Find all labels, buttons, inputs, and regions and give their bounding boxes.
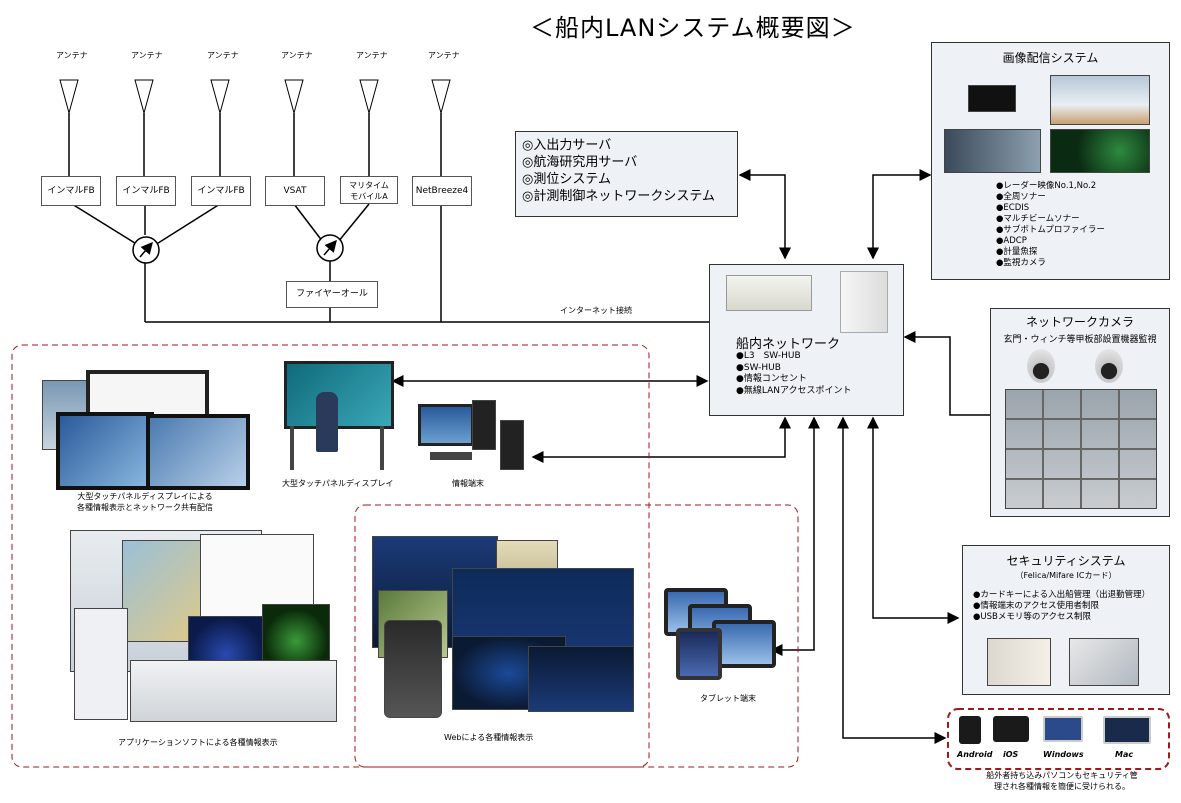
firewall-box: ファイヤーオール bbox=[286, 281, 378, 308]
mac-laptop-icon bbox=[1103, 716, 1151, 744]
touch-panel-photo bbox=[146, 414, 250, 490]
byod-caption: 船外者持ち込みパソコンもセキュリティ管 理され各種情報を簡便に受けられる。 bbox=[962, 770, 1162, 792]
internet-label: インターネット接続 bbox=[560, 306, 632, 315]
web-caption: Webによる各種情報表示 bbox=[444, 733, 534, 742]
byod-caption-line: 船外者持ち込みパソコンもセキュリティ管 bbox=[986, 771, 1138, 780]
security-subtitle: （Felica/Mifare ICカード） bbox=[1015, 571, 1117, 580]
display-stand bbox=[290, 426, 294, 470]
device-label: iOS bbox=[1003, 750, 1019, 759]
image-system-item: ●ECDIS bbox=[996, 203, 1030, 214]
l3-switch-image bbox=[726, 275, 812, 311]
satellite-terminal-box: マリタイム モバイルA bbox=[340, 176, 398, 204]
satellite-terminal-box: インマルFB bbox=[191, 176, 251, 206]
dome-camera-icon bbox=[1027, 349, 1055, 383]
network-item: ●L3 SW-HUB bbox=[736, 351, 801, 361]
touch-left-caption: 大型タッチパネルディスプレイによる 各種情報表示とネットワーク共有配信 bbox=[40, 491, 250, 513]
network-camera-box: ネットワークカメラ 玄門・ウィンチ等甲板部設置機器監視 bbox=[990, 308, 1170, 517]
app-window-screenshot bbox=[130, 660, 337, 722]
network-item: ●情報コンセント bbox=[736, 374, 807, 385]
security-title: セキュリティシステム bbox=[1006, 554, 1126, 568]
android-tablet-icon bbox=[959, 716, 981, 744]
byod-caption-line: 理され各種情報を簡便に受けられる。 bbox=[994, 782, 1130, 791]
image-system-item: ●マルチビームソナー bbox=[996, 214, 1080, 225]
satellite-terminal-box: インマルFB bbox=[116, 176, 176, 206]
presenter-figure bbox=[316, 392, 338, 452]
touch-display-screen bbox=[284, 361, 394, 429]
ic-card-image bbox=[1069, 638, 1139, 686]
image-system-item: ●ADCP bbox=[996, 236, 1027, 247]
satellite-terminal-box: VSAT bbox=[265, 176, 325, 206]
image-system-item: ●監視カメラ bbox=[996, 258, 1046, 269]
ship-network-title: 船内ネットワーク bbox=[736, 337, 841, 352]
device-label: Mac bbox=[1115, 750, 1134, 759]
byod-devices: Android iOS Windows Mac bbox=[955, 714, 1165, 764]
security-system-box: セキュリティシステム （Felica/Mifare ICカード） ●カードキーに… bbox=[962, 545, 1170, 695]
antenna-label: アンテナ bbox=[56, 51, 88, 60]
wireless-ap-image bbox=[840, 271, 888, 333]
ship-network-box: 船内ネットワーク ●L3 SW-HUB ●SW-HUB ●情報コンセント ●無線… bbox=[709, 264, 904, 416]
caption-line: 大型タッチパネルディスプレイによる bbox=[77, 492, 213, 501]
radar-antenna-image bbox=[1050, 75, 1150, 125]
image-system-item: ●全周ソナー bbox=[996, 192, 1046, 203]
byod-region bbox=[947, 708, 1170, 770]
satellite-terminal-box: NetBreeze4 bbox=[412, 176, 472, 206]
pc-tower-image bbox=[472, 400, 496, 450]
web-dashboard-screenshot bbox=[528, 646, 634, 712]
network-item: ●無線LANアクセスポイント bbox=[736, 386, 852, 397]
monitor-room-image bbox=[944, 129, 1041, 173]
caption-line: 各種情報表示とネットワーク共有配信 bbox=[77, 503, 213, 512]
server-item: ◎測位システム bbox=[522, 171, 611, 187]
ipad-icon bbox=[993, 716, 1029, 742]
antenna-label: アンテナ bbox=[131, 51, 163, 60]
satellite-terminal-box: インマルFB bbox=[41, 176, 101, 206]
pc-tower-image bbox=[500, 420, 524, 470]
antenna-label: アンテナ bbox=[207, 51, 239, 60]
local-display-region bbox=[11, 344, 650, 768]
video-encoder-image bbox=[968, 85, 1016, 112]
camera-subtitle: 玄門・ウィンチ等甲板部設置機器監視 bbox=[1003, 335, 1157, 345]
card-reader-image bbox=[987, 638, 1051, 686]
tablet-caption: タブレット端末 bbox=[700, 694, 756, 703]
security-item: ●カードキーによる入出船管理（出退勤管理） bbox=[973, 590, 1151, 600]
sonar-screen-image bbox=[1050, 129, 1150, 173]
touch-display-caption: 大型タッチパネルディスプレイ bbox=[282, 479, 394, 488]
network-item: ●SW-HUB bbox=[736, 362, 781, 373]
security-item: ●情報端末のアクセス使用者制限 bbox=[973, 601, 1099, 612]
keyboard-image bbox=[430, 452, 472, 460]
image-system-title: 画像配信システム bbox=[1002, 51, 1099, 65]
phone-screenshot bbox=[384, 620, 442, 718]
info-terminal-caption: 情報端末 bbox=[452, 479, 484, 488]
server-item: ◎入出力サーバ bbox=[522, 138, 612, 153]
antenna-label: アンテナ bbox=[281, 51, 313, 60]
touch-panel-photo bbox=[56, 412, 154, 490]
server-item: ◎航海研究用サーバ bbox=[522, 154, 638, 170]
image-system-box: 画像配信システム ●レーダー映像No.1,No.2 ●全周ソナー ●ECDIS … bbox=[931, 42, 1170, 280]
antenna-label: アンテナ bbox=[428, 51, 460, 60]
image-system-item: ●計量魚探 bbox=[996, 247, 1038, 258]
servers-box: ◎入出力サーバ ◎航海研究用サーバ ◎測位システム ◎計測制御ネットワークシステ… bbox=[515, 131, 738, 217]
camera-feed-grid bbox=[1005, 389, 1157, 509]
app-window-screenshot bbox=[74, 608, 128, 720]
security-item: ●USBメモリ等のアクセス制限 bbox=[973, 612, 1091, 623]
page-title: ＜船内LANシステム概要図＞ bbox=[530, 14, 856, 42]
dome-camera-icon bbox=[1095, 349, 1123, 383]
device-label: Android bbox=[957, 750, 993, 759]
app-software-caption: アプリケーションソフトによる各種情報表示 bbox=[118, 738, 278, 747]
server-item: ◎計測制御ネットワークシステム bbox=[522, 188, 715, 204]
image-system-item: ●レーダー映像No.1,No.2 bbox=[996, 181, 1097, 191]
router-switch-icons bbox=[132, 234, 344, 264]
device-label: Windows bbox=[1043, 750, 1084, 759]
antenna-label: アンテナ bbox=[356, 51, 388, 60]
display-stand bbox=[380, 426, 384, 470]
pc-monitor-image bbox=[418, 404, 474, 446]
web-display-region bbox=[354, 504, 799, 768]
antenna-icons bbox=[59, 79, 451, 115]
image-system-item: ●サブボトムプロファイラー bbox=[996, 225, 1105, 236]
camera-title: ネットワークカメラ bbox=[1025, 315, 1134, 329]
tablet-image bbox=[676, 628, 722, 680]
windows-laptop-icon bbox=[1043, 716, 1083, 742]
